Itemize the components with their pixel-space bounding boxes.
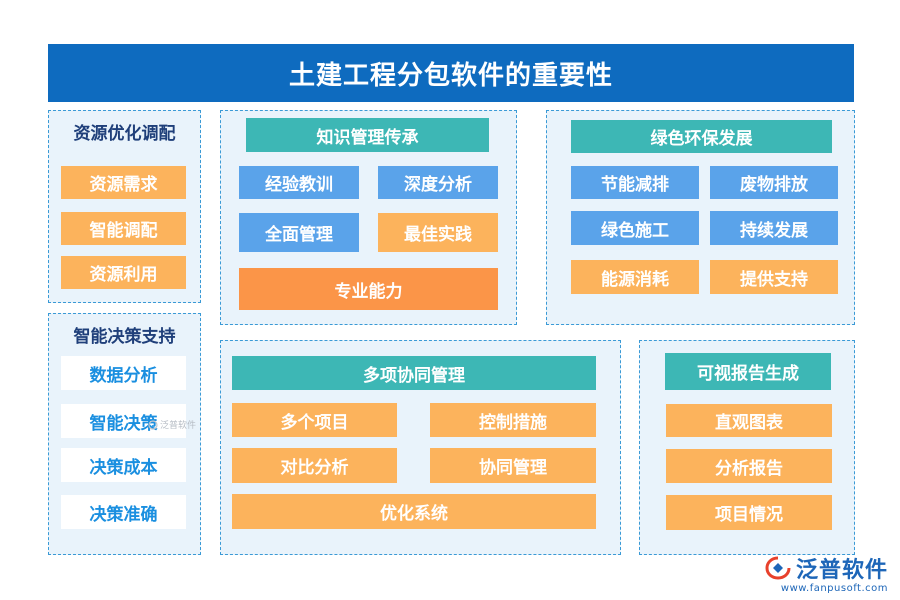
green-item: 能源消耗 [571, 260, 699, 294]
knowledge-item: 最佳实践 [378, 213, 498, 252]
knowledge-panel-title: 知识管理传承 [246, 118, 489, 152]
green-item: 提供支持 [710, 260, 838, 294]
brand-logo: 泛普软件 www.fanpusoft.com [764, 552, 888, 594]
decision-item: 智能决策 [61, 404, 186, 438]
resource-item: 智能调配 [61, 212, 186, 245]
knowledge-item: 经验教训 [239, 166, 359, 199]
green-item: 绿色施工 [571, 211, 699, 245]
resource-item: 资源利用 [61, 256, 186, 289]
watermark: 泛普软件 [148, 418, 196, 431]
decision-panel-title: 智能决策支持 [73, 326, 176, 347]
multi-panel-title: 多项协同管理 [232, 356, 596, 390]
logo-url: www.fanpusoft.com [780, 583, 888, 594]
fanpu-logo-icon [765, 556, 791, 580]
knowledge-item: 专业能力 [239, 268, 498, 310]
report-item: 直观图表 [666, 404, 832, 437]
resource-item: 资源需求 [61, 166, 186, 199]
multi-item: 多个项目 [232, 403, 397, 437]
report-panel-title: 可视报告生成 [665, 353, 831, 390]
multi-item: 对比分析 [232, 448, 397, 483]
decision-item: 决策准确 [61, 495, 186, 529]
green-panel-title: 绿色环保发展 [571, 120, 832, 153]
decision-item: 数据分析 [61, 356, 186, 390]
green-item: 废物排放 [710, 166, 838, 199]
resource-panel-title: 资源优化调配 [73, 123, 176, 144]
multi-item: 优化系统 [232, 494, 596, 529]
knowledge-item: 深度分析 [378, 166, 498, 199]
report-item: 分析报告 [666, 449, 832, 483]
multi-item: 协同管理 [430, 448, 596, 483]
multi-item: 控制措施 [430, 403, 596, 437]
watermark-text: 泛普软件 [160, 421, 197, 431]
report-item: 项目情况 [666, 495, 832, 530]
watermark-logo-icon [148, 419, 158, 430]
green-item: 持续发展 [710, 211, 838, 245]
logo-name: 泛普软件 [795, 558, 888, 583]
green-item: 节能减排 [571, 166, 699, 199]
decision-item: 决策成本 [61, 448, 186, 482]
knowledge-item: 全面管理 [239, 213, 359, 252]
page-title: 土建工程分包软件的重要性 [48, 44, 854, 102]
